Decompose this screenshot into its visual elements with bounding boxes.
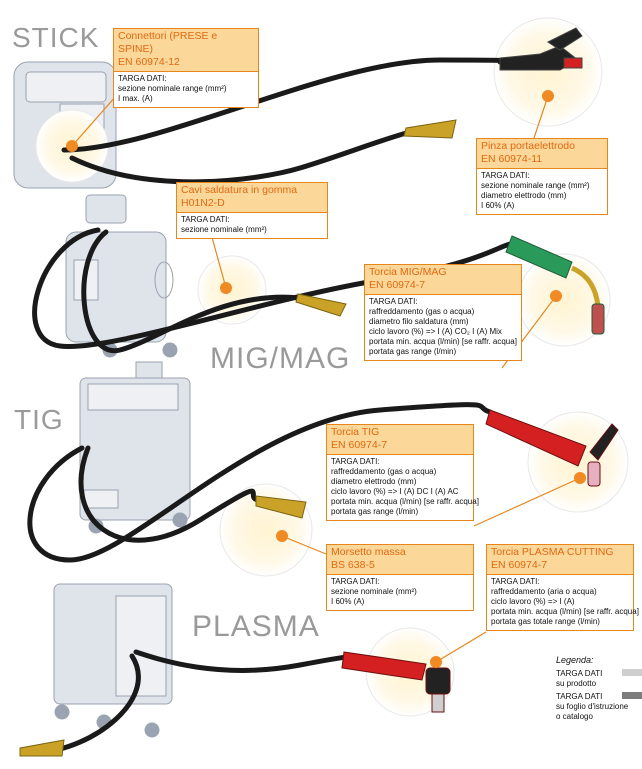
leader-lines <box>71 95 581 663</box>
box-pinza-title: Pinza portaelettrodo EN 60974-11 <box>477 139 607 169</box>
tig-machine <box>79 361 191 534</box>
cables <box>27 57 523 755</box>
mig-torch <box>505 235 605 335</box>
box-connettori: Connettori (PRESE e SPINE)EN 60974-12 TA… <box>113 28 259 108</box>
electrode-holder <box>499 27 583 71</box>
process-label-mig: MIG/MAG <box>210 342 351 375</box>
plasma-machine <box>53 583 173 738</box>
legend-title: Legenda: <box>556 655 594 665</box>
callout-dots <box>66 90 586 668</box>
process-label-tig: TIG <box>14 404 64 435</box>
tig-torch <box>485 409 619 487</box>
ground-clamps <box>19 119 457 757</box>
legend-swatch-light <box>622 669 642 676</box>
legend-swatch-dark <box>622 692 642 699</box>
box-pinza: Pinza portaelettrodo EN 60974-11 TARGA D… <box>476 138 608 215</box>
process-label-stick: STICK <box>12 22 100 53</box>
box-connettori-title: Connettori (PRESE e SPINE)EN 60974-12 <box>114 29 258 72</box>
process-label-plasma: PLASMA <box>192 610 320 643</box>
plasma-torch <box>341 651 451 713</box>
